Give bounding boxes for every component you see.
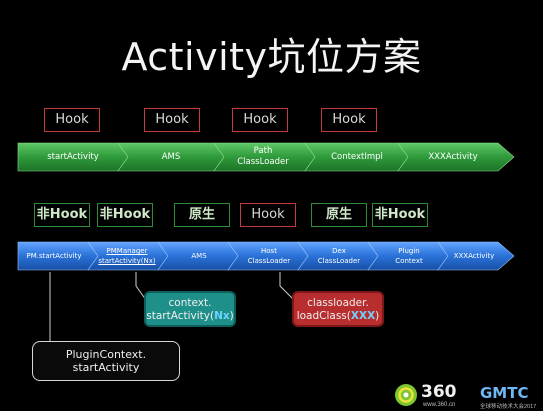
gmtc-logo-text: GMTC [480,384,529,402]
360-site: www.360.cn [423,402,456,408]
row2-label-7: XXXActivity [453,252,495,260]
row2-step-7 [437,241,515,271]
hook-tag-3: Hook [232,108,288,132]
footer-logos: 360 www.360.cn GMTC 全球移动技术大会2017 [388,380,543,411]
row2-label-1: PM.startActivity [26,252,82,260]
row1-arrow-band [17,142,515,172]
context-callout: context. startActivity(Nx) [144,291,236,327]
non-hook-tag-2: 非Hook [97,203,153,227]
non-hook-tag-1: 非Hook [34,203,90,227]
page-title: Activity坑位方案 [121,35,422,79]
classloader-callout: classloader. loadClass(XXX) [292,291,384,327]
row2-label-3: AMS [191,252,207,260]
row1-label-1: startActivity [47,152,99,162]
hook-tag-2: Hook [144,108,200,132]
360-logo-text: 360 [421,382,457,402]
gmtc-subtitle: 全球移动技术大会2017 [480,404,537,410]
row2-arrow-band [17,241,515,271]
native-tag-1: 原生 [174,203,230,227]
plugin-context-callout: PluginContext. startActivity [32,341,180,381]
hook-tag-1: Hook [44,108,100,132]
row1-step-5 [397,142,515,172]
non-hook-tag-3: 非Hook [372,203,428,227]
row1-label-2: AMS [161,152,181,162]
360-logo-icon [395,384,417,406]
connector-context [135,272,147,301]
hook-tag-5: Hook [240,203,296,227]
row1-label-5: XXXActivity [428,152,478,162]
native-tag-2: 原生 [311,203,367,227]
hook-tag-4: Hook [321,108,377,132]
connector-classloader [279,272,295,301]
row1-label-4: ContextImpl [331,152,383,162]
